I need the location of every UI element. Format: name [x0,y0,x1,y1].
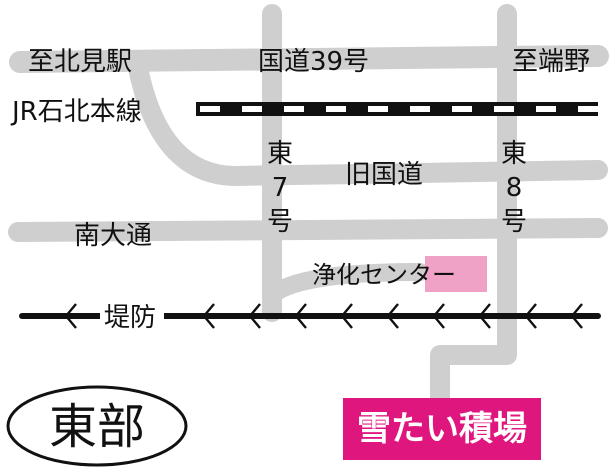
embankment-chevron [294,303,307,329]
label-kitami-station: 至北見駅 [28,47,132,77]
label-minami-odori: 南大通 [74,221,152,251]
embankment-chevron [248,303,261,329]
embankment-chevron [478,303,491,329]
label-embankment-bg [100,300,164,332]
label-route39: 国道39号 [258,47,369,77]
district-oval [6,385,188,467]
label-district: 東部 [49,399,145,455]
embankment-chevron [524,303,537,329]
road-old-national [128,58,608,186]
label-embankment: 堤防 [104,303,156,333]
label-to-tanno: 至端野 [512,47,590,77]
embankment-chevron [570,303,583,329]
label-destination: 雪たい積場 [357,409,527,449]
road-east8 [430,4,517,408]
embankment-chevron [202,303,215,329]
purification-center-building [425,256,487,292]
embankment-chevron [386,303,399,329]
embankment-chevron [64,303,77,329]
roads [8,4,609,408]
destination-badge [343,398,541,460]
label-jr-line: JR石北本線 [10,97,142,127]
label-old-national-road: 旧国道 [345,160,423,190]
embankment-chevrons [64,303,583,329]
label-purification-center: 浄化センター [312,261,456,289]
embankment-chevron [340,303,353,329]
road-center-access [263,263,429,304]
embankment-chevron [432,303,445,329]
